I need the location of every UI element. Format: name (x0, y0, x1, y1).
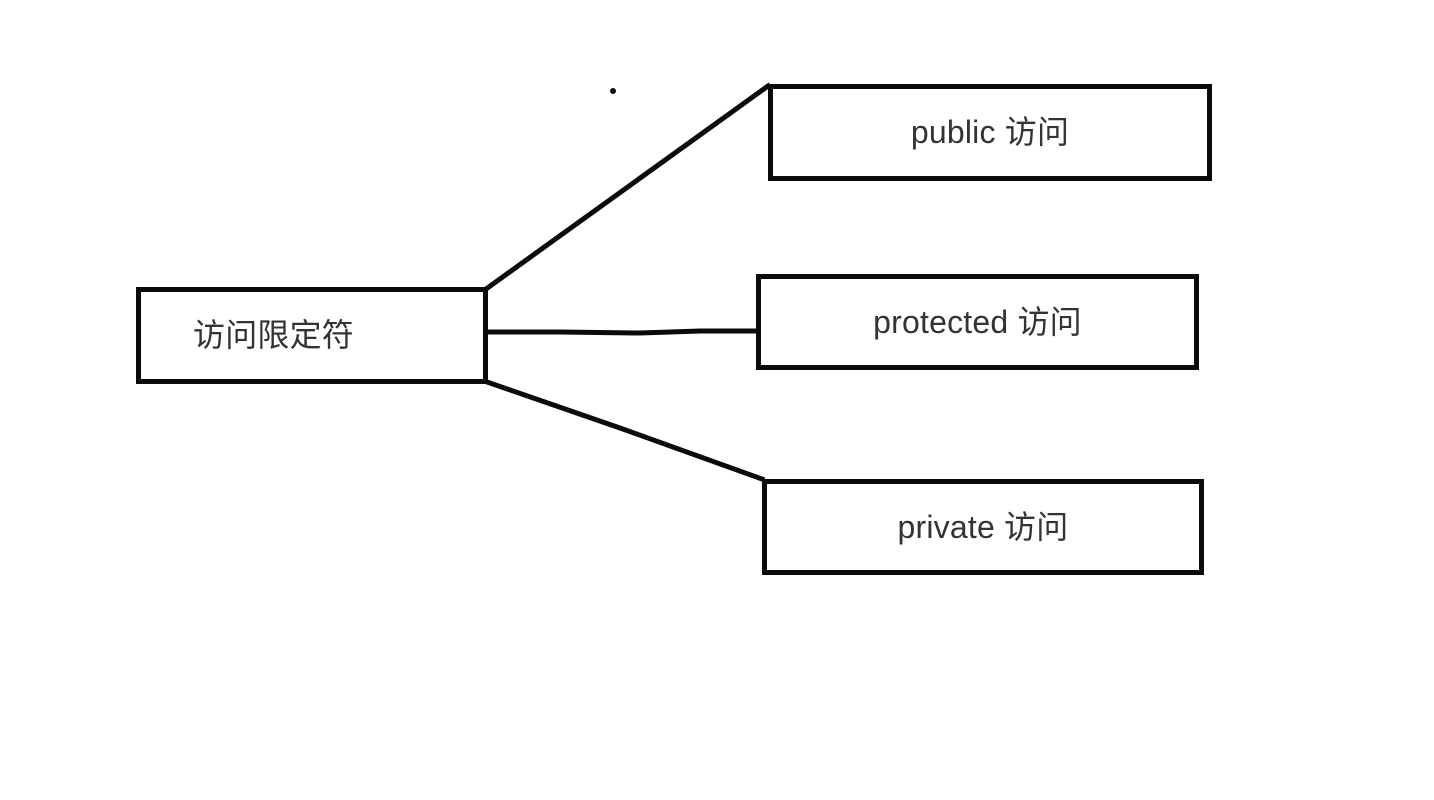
node-protected-label: protected 访问 (873, 303, 1082, 340)
connector-root-to-protected (484, 328, 759, 336)
node-public[interactable]: public 访问 (768, 84, 1212, 181)
connector-root-to-private (483, 378, 766, 483)
node-private-label: private 访问 (897, 508, 1069, 545)
node-root-label: 访问限定符 (193, 317, 355, 354)
stray-dot-mark (610, 88, 616, 94)
node-public-label: public 访问 (910, 114, 1070, 151)
node-root[interactable]: 访问限定符 (136, 287, 488, 384)
connector-root-to-public (482, 82, 772, 293)
node-private[interactable]: private 访问 (762, 479, 1204, 575)
node-protected[interactable]: protected 访问 (756, 274, 1199, 370)
